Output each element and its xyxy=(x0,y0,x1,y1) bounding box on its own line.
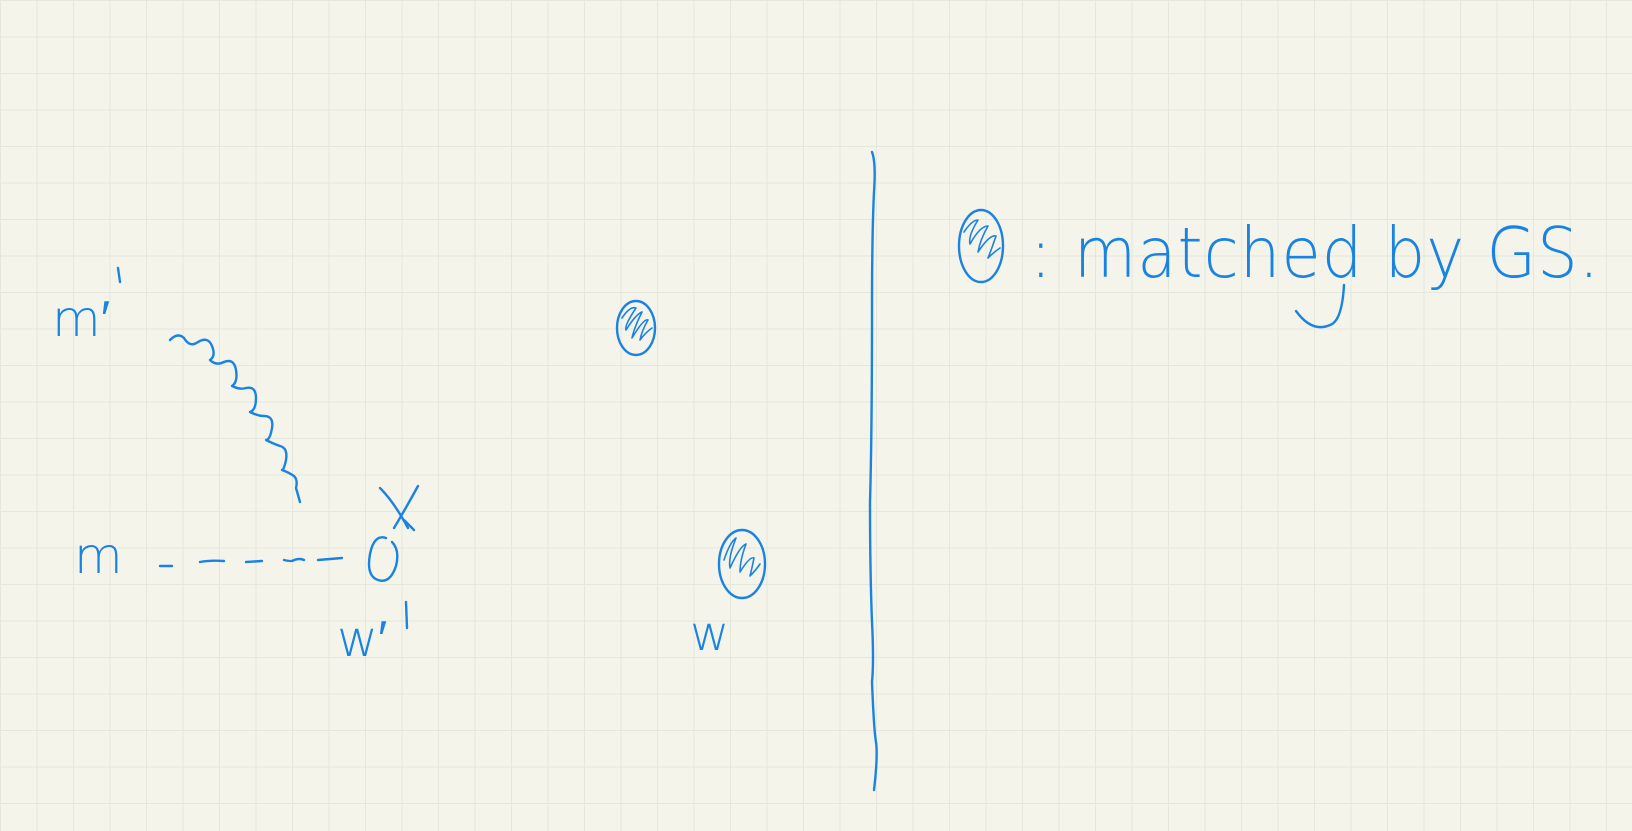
prime-mark-w xyxy=(404,600,409,630)
legend-marker xyxy=(957,208,1005,284)
vertex-cross-mark xyxy=(378,484,420,532)
right-bottom-label: w xyxy=(690,606,730,662)
vertex-circle xyxy=(367,536,399,582)
legend-text: : matched by GS. xyxy=(1030,214,1601,295)
wavy-edge xyxy=(168,334,302,504)
prime-mark-m xyxy=(116,266,122,284)
left-top-label: m′ xyxy=(52,290,111,348)
matched-marker-bottom xyxy=(717,528,767,600)
gs-hook xyxy=(1294,283,1346,329)
matched-marker-top xyxy=(615,299,657,357)
dashed-edge xyxy=(158,556,344,568)
left-bottom-label: m xyxy=(74,527,123,585)
bottom-vertex-label: w′ xyxy=(337,610,388,668)
vertical-divider xyxy=(868,150,878,792)
